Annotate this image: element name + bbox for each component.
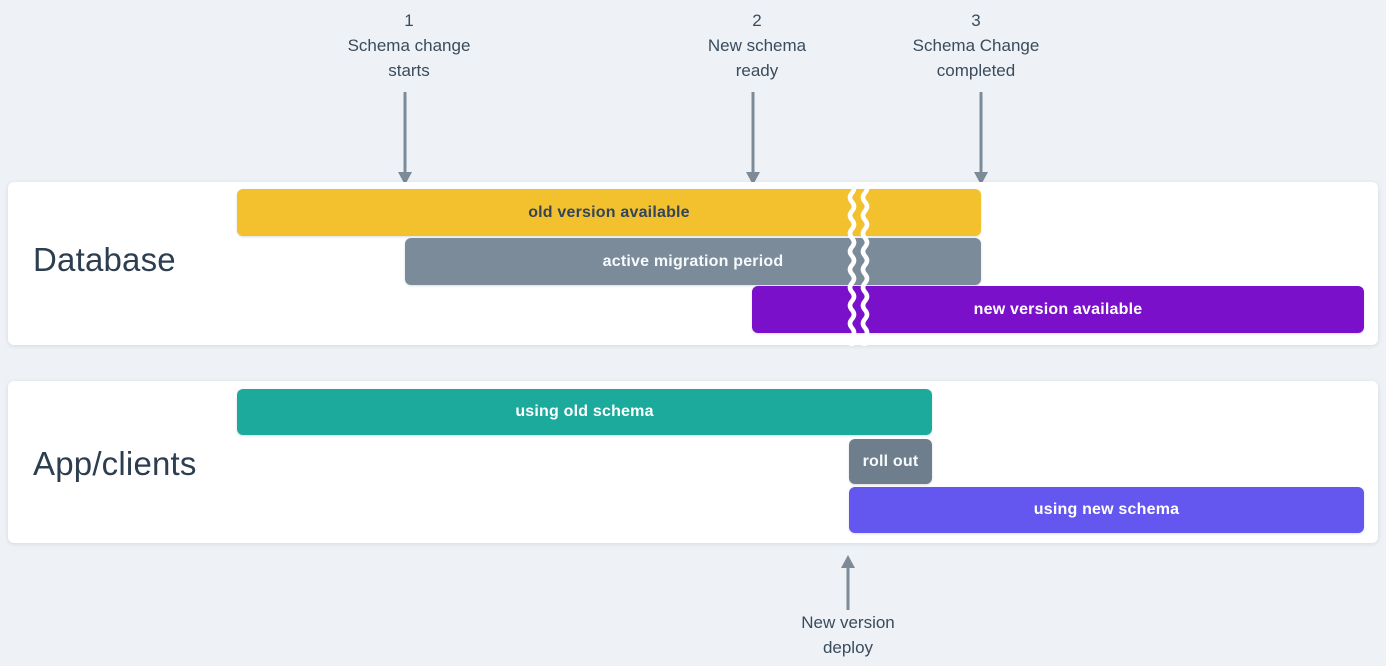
milestone-2-new-schema-ready: 2 New schema ready — [647, 8, 867, 83]
deploy-annotation: New version deploy — [738, 610, 958, 660]
milestone-3-schema-change-completed: 3 Schema Change completed — [866, 8, 1086, 83]
bar-old-version-available: old version available — [237, 189, 981, 236]
bar-label: roll out — [862, 452, 919, 470]
down-arrow-icon — [398, 92, 412, 185]
milestone-label: Schema change — [347, 36, 471, 55]
bar-active-migration-period: active migration period — [405, 238, 981, 285]
bar-using-new-schema: using new schema — [849, 487, 1364, 533]
milestone-label: New schema — [707, 36, 807, 55]
deploy-label: New version — [801, 613, 895, 632]
milestone-1-schema-change-starts: 1 Schema change starts — [299, 8, 519, 83]
up-arrow-icon — [841, 555, 855, 610]
down-arrow-icon — [974, 92, 988, 185]
bar-label: new version available — [973, 300, 1143, 318]
milestone-label: Schema Change — [912, 36, 1040, 55]
down-arrow-icon — [746, 92, 760, 185]
milestone-number: 1 — [404, 11, 414, 30]
milestone-number: 2 — [752, 11, 762, 30]
milestone-label: completed — [936, 61, 1016, 80]
milestone-number: 3 — [971, 11, 981, 30]
bar-label: using old schema — [515, 403, 654, 420]
bar-label: active migration period — [602, 252, 784, 270]
bar-using-old-schema: using old schema — [237, 389, 932, 435]
deploy-label: deploy — [822, 638, 874, 657]
lane-title-database: Database — [33, 241, 176, 278]
bar-new-version-available: new version available — [752, 286, 1364, 333]
timeline-break-icon — [847, 184, 870, 346]
milestone-label: starts — [388, 61, 430, 80]
bar-label: using new schema — [1033, 501, 1180, 518]
bar-label: old version available — [528, 203, 690, 221]
lane-title-app-clients: App/clients — [33, 445, 197, 482]
bar-roll-out: roll out — [849, 439, 932, 484]
milestone-label: ready — [735, 61, 779, 80]
